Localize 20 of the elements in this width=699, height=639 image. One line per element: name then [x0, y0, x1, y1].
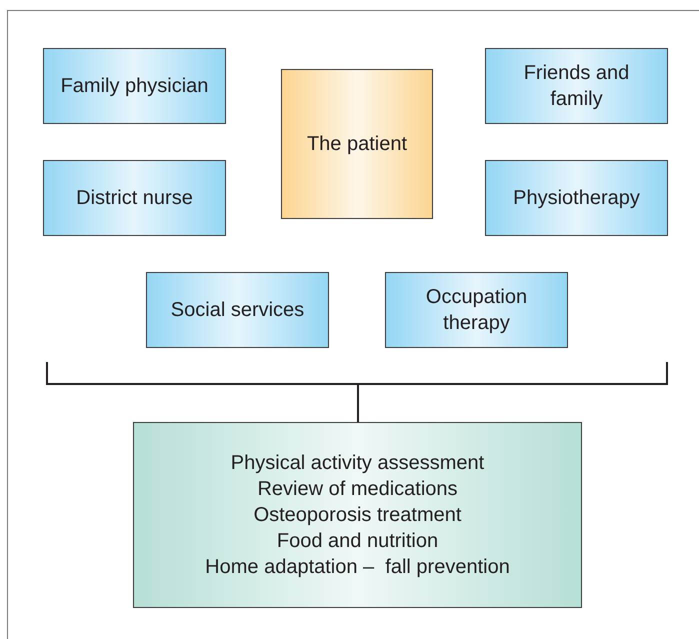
node-label: Family physician — [60, 74, 208, 99]
process-box — [133, 422, 582, 608]
node-label: Social services — [170, 298, 304, 323]
node-label: Osteoporosis treatment — [254, 503, 462, 528]
node-label: Physical activity assessment — [230, 451, 484, 476]
process-box — [281, 69, 433, 219]
process-box — [485, 48, 668, 124]
process-box — [146, 272, 329, 348]
node-label: Physiotherapy — [513, 186, 640, 211]
node-label: Food and nutrition — [276, 529, 438, 554]
process-box — [43, 48, 226, 124]
node-label: Occupation therapy — [424, 285, 528, 336]
process-box — [485, 160, 668, 236]
node-label: The patient — [306, 132, 408, 157]
node-label: Friends and family — [522, 61, 630, 112]
process-box — [43, 160, 226, 236]
process-box — [385, 272, 568, 348]
node-label: District nurse — [76, 186, 193, 211]
node-label: Home adaptation – fall prevention — [205, 555, 510, 580]
node-label: Review of medications — [257, 477, 458, 502]
